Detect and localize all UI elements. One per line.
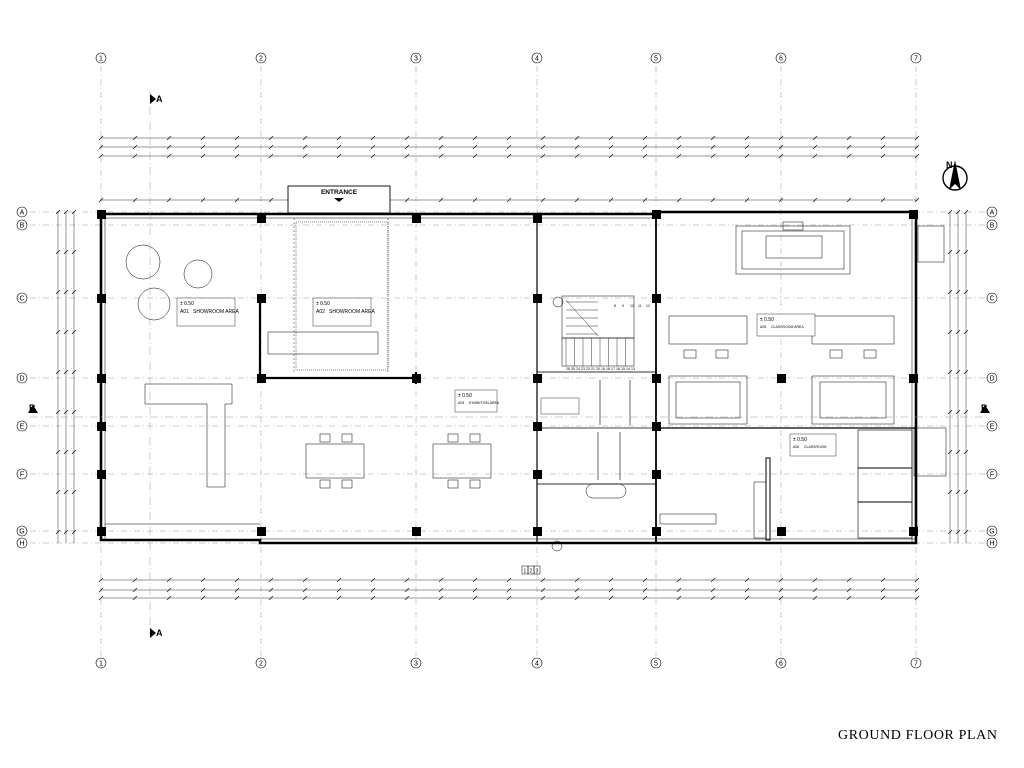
grid-bubble-row-C: C xyxy=(19,295,24,302)
stair-number: 16 xyxy=(616,367,620,371)
entrance-marker: ENTRANCE xyxy=(287,185,391,214)
section-b-left-arrow-icon xyxy=(28,405,38,413)
grid-bubble-row-A: A xyxy=(990,209,995,216)
grid-bubble-col-7: 7 xyxy=(914,660,918,667)
stair-number: 17 xyxy=(611,367,615,371)
room-level: ± 0.50 xyxy=(458,393,472,399)
room-id: A02 xyxy=(316,309,325,315)
interior-walls xyxy=(105,214,916,543)
grid-bubble-col-2: 2 xyxy=(259,660,263,667)
grid-bubble-row-B: B xyxy=(990,222,995,229)
room-labels: ± 0.50 A01 SHOWROOM AREA ± 0.50 A02 SHOW… xyxy=(180,301,826,449)
grid-bubble-row-E: E xyxy=(20,423,25,430)
room-level: ± 0.50 xyxy=(316,301,330,307)
grid-bubble-col-7: 7 xyxy=(914,55,918,62)
entrance-label: ENTRANCE xyxy=(321,189,358,196)
grid-bubble-col-5: 5 xyxy=(654,660,658,667)
door-marks: 1 2 3 xyxy=(521,565,541,575)
north-label: N xyxy=(946,160,953,170)
door-mark-1: 1 xyxy=(524,569,527,575)
grid-bubble-row-F: F xyxy=(20,471,24,478)
stair-number: 24 xyxy=(576,367,580,371)
grid-lines xyxy=(30,66,990,656)
section-b-right-arrow-icon xyxy=(980,405,990,413)
stair-number: 21 xyxy=(591,367,595,371)
structural-columns xyxy=(97,210,918,536)
room-name: SHOWROOM AREA xyxy=(329,309,376,315)
grid-bubble-row-F: F xyxy=(990,471,994,478)
grid-bubble-row-C: C xyxy=(989,295,994,302)
section-a-bottom-label: A xyxy=(156,628,163,638)
stair-number: 15 xyxy=(621,367,625,371)
room-name: CLASSROOM xyxy=(804,445,826,449)
grid-bubble-row-A: A xyxy=(20,209,25,216)
stair-number: 18 xyxy=(606,367,610,371)
stair-number: 19 xyxy=(601,367,605,371)
annotation-tags xyxy=(176,297,837,457)
room-name: EXHIBITION AREA xyxy=(469,401,500,405)
stair-treads xyxy=(565,299,626,366)
grid-bubble-col-3: 3 xyxy=(414,660,418,667)
grid-bubble-row-H: H xyxy=(989,540,994,547)
stair-number: 23 xyxy=(581,367,585,371)
room-name: CLASSROOM AREA xyxy=(771,325,804,329)
room-id: A03 xyxy=(458,401,464,405)
stair-number: 20 xyxy=(596,367,600,371)
furniture xyxy=(125,221,947,552)
section-a-top-arrow-icon xyxy=(150,94,156,104)
north-arrow-icon: N xyxy=(942,160,968,191)
room-level: ± 0.50 xyxy=(760,317,774,323)
stair-number: 14 xyxy=(626,367,630,371)
section-a-top-label: A xyxy=(156,94,163,104)
room-id: A06 xyxy=(793,445,799,449)
dimension-lines xyxy=(57,137,967,599)
grid-bubble-row-D: D xyxy=(989,375,994,382)
section-markers: A A B B xyxy=(28,92,990,638)
room-id: A05 xyxy=(760,325,766,329)
grid-bubble-row-D: D xyxy=(19,375,24,382)
grid-bubble-col-6: 6 xyxy=(779,55,783,62)
stair-number: 25 xyxy=(571,367,575,371)
stair-number: 10 xyxy=(630,304,634,308)
grid-bubble-col-2: 2 xyxy=(259,55,263,62)
grid-bubble-row-H: H xyxy=(19,540,24,547)
dimension-ticks xyxy=(55,135,969,601)
drawing-title: GROUND FLOOR PLAN xyxy=(838,728,998,743)
grid-bubble-row-E: E xyxy=(990,423,995,430)
section-a-bottom-arrow-icon xyxy=(150,628,156,638)
grid-bubble-col-4: 4 xyxy=(535,55,539,62)
stair-number: 9 xyxy=(622,304,624,308)
grid-bubble-row-B: B xyxy=(20,222,25,229)
room-id: A01 xyxy=(180,309,189,315)
stair-number: 26 xyxy=(566,367,570,371)
grid-bubble-col-5: 5 xyxy=(654,55,658,62)
section-b-right-label: B xyxy=(981,403,988,413)
room-level: ± 0.50 xyxy=(180,301,194,307)
grid-bubble-row-G: G xyxy=(19,528,24,535)
stair-number: 11 xyxy=(638,304,642,308)
door-mark-3: 3 xyxy=(536,569,539,575)
room-name: SHOWROOM AREA xyxy=(193,309,240,315)
grid-bubble-col-1: 1 xyxy=(99,660,103,667)
stair-number: 12 xyxy=(646,304,650,308)
room-level: ± 0.50 xyxy=(793,437,807,443)
grid-bubble-col-6: 6 xyxy=(779,660,783,667)
door-mark-2: 2 xyxy=(530,569,533,575)
grid-bubble-col-3: 3 xyxy=(414,55,418,62)
stair-number: 8 xyxy=(614,304,616,308)
stair-number: 22 xyxy=(586,367,590,371)
grid-bubble-col-4: 4 xyxy=(535,660,539,667)
section-b-left-label: B xyxy=(29,403,36,413)
outer-walls xyxy=(99,210,918,545)
grid-bubble-col-1: 1 xyxy=(99,55,103,62)
stair-number: 13 xyxy=(631,367,635,371)
grid-bubble-row-G: G xyxy=(989,528,994,535)
